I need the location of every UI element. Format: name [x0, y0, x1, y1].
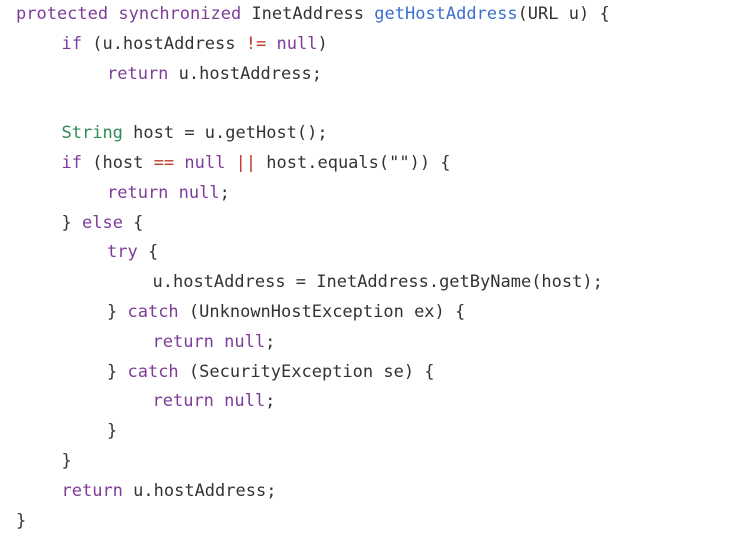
code-keyword: null — [224, 331, 266, 352]
code-keyword: catch — [127, 301, 179, 322]
code-keyword: synchronized — [118, 4, 242, 24]
code-text: (u.hostAddress — [81, 33, 246, 54]
code-text: } — [107, 361, 128, 382]
code-line — [0, 89, 739, 119]
code-text: host = u.getHost(); — [122, 123, 328, 144]
code-keyword: null — [178, 182, 220, 203]
code-keyword: return — [107, 182, 169, 203]
code-line: u.hostAddress = InetAddress.getByName(ho… — [0, 268, 739, 298]
code-text: ; — [219, 182, 230, 203]
code-text: } — [61, 450, 72, 471]
code-text: InetAddress — [241, 4, 375, 24]
code-operator: || — [235, 152, 257, 173]
code-keyword: if — [61, 152, 82, 173]
code-keyword: null — [224, 391, 266, 412]
code-text — [225, 153, 235, 173]
code-line: return u.hostAddress; — [0, 60, 739, 90]
code-text — [214, 391, 224, 411]
code-text: u.hostAddress; — [168, 63, 322, 84]
code-type: String — [61, 123, 123, 144]
code-line: return null; — [0, 179, 739, 209]
code-text — [214, 332, 224, 352]
code-text: } — [16, 510, 27, 531]
code-text: (URL u) { — [517, 4, 610, 24]
code-text: (UnknownHostException ex) { — [178, 301, 466, 322]
code-text: ; — [265, 331, 276, 352]
code-keyword: return — [107, 63, 169, 84]
code-function-name: getHostAddress — [374, 4, 518, 24]
code-keyword: return — [152, 391, 214, 412]
code-keyword: null — [184, 152, 226, 173]
code-text: u.hostAddress = InetAddress.getByName(ho… — [152, 272, 603, 293]
code-line: String host = u.getHost(); — [0, 119, 739, 149]
code-keyword: else — [81, 212, 123, 233]
code-line: if (u.hostAddress != null) — [0, 30, 739, 60]
code-line: } — [0, 447, 739, 477]
code-text: (host — [81, 152, 154, 173]
code-line: } else { — [0, 209, 739, 239]
code-text: (SecurityException se) { — [178, 361, 435, 382]
code-text — [266, 34, 276, 54]
code-text: ; — [265, 391, 276, 412]
code-line: } catch (SecurityException se) { — [0, 358, 739, 388]
code-line: try { — [0, 238, 739, 268]
code-line: return null; — [0, 328, 739, 358]
code-text — [108, 4, 118, 24]
code-text: } — [107, 301, 128, 322]
code-text: { — [137, 242, 159, 263]
code-text: ) — [317, 33, 328, 54]
code-text: } — [61, 212, 82, 233]
code-text — [168, 183, 178, 203]
code-text: u.hostAddress; — [122, 480, 277, 501]
code-text: { — [122, 212, 144, 233]
code-text: host.equals("")) { — [256, 152, 451, 173]
code-line: return u.hostAddress; — [0, 477, 739, 507]
code-line: return null; — [0, 387, 739, 417]
code-keyword: protected — [16, 4, 109, 24]
code-operator: != — [245, 33, 267, 54]
code-line: } — [0, 417, 739, 447]
code-keyword: return — [61, 480, 123, 501]
code-line: } — [0, 507, 739, 536]
code-operator: == — [153, 152, 175, 173]
code-keyword: null — [276, 33, 318, 54]
code-text — [174, 153, 184, 173]
code-keyword: try — [107, 242, 138, 263]
code-line: if (host == null || host.equals("")) { — [0, 149, 739, 179]
code-keyword: if — [61, 33, 82, 54]
code-text: } — [107, 421, 118, 442]
code-line: protected synchronized InetAddress getHo… — [0, 0, 739, 30]
code-line: } catch (UnknownHostException ex) { — [0, 298, 739, 328]
code-keyword: catch — [127, 361, 179, 382]
code-keyword: return — [152, 331, 214, 352]
